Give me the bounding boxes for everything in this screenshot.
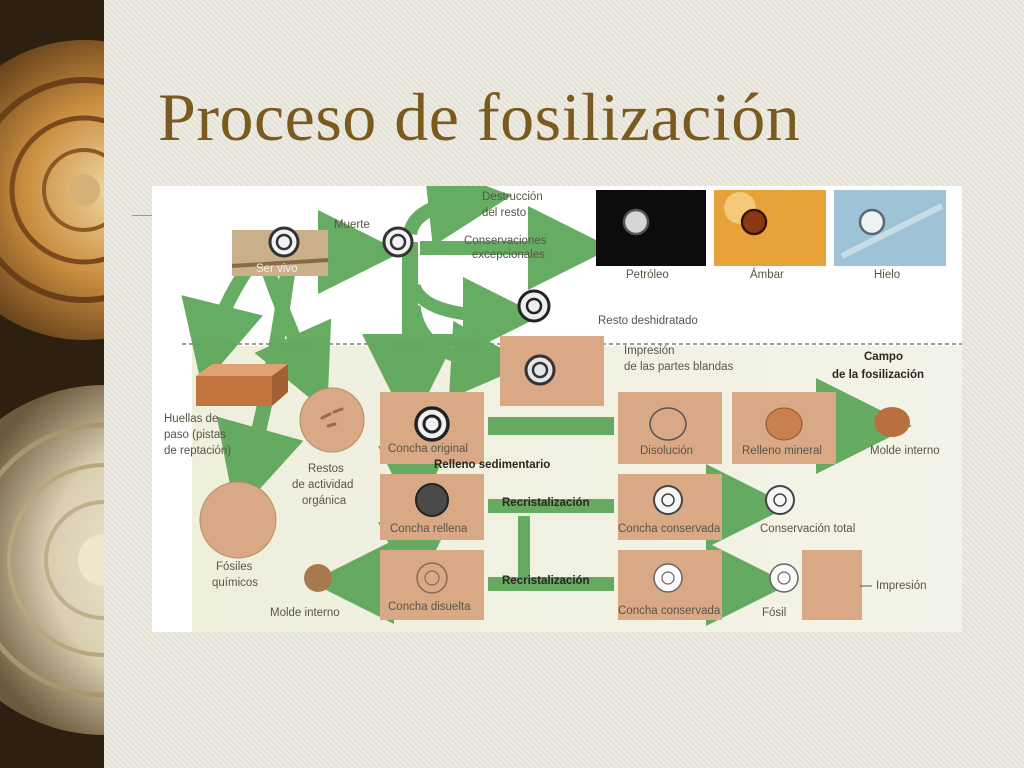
snail-icons — [268, 208, 910, 594]
label-conservaciones-2: excepcionales — [472, 249, 545, 261]
label-disolucion: Disolución — [640, 445, 694, 457]
label-relleno-mineral: Relleno mineral — [742, 445, 822, 457]
label-muerte: Muerte — [334, 219, 370, 231]
fossilization-diagram: Ser vivo Muerte Destrucción del resto Co… — [152, 186, 962, 632]
label-huellas-3: de reptación) — [164, 445, 232, 457]
huellas-block-icon — [196, 364, 288, 406]
label-hielo: Hielo — [874, 269, 901, 281]
title-divider — [132, 215, 154, 216]
label-ser-vivo: Ser vivo — [256, 263, 298, 275]
label-fosiles-2: químicos — [212, 577, 259, 589]
label-conservacion-total: Conservación total — [760, 523, 856, 535]
label-campo-1: Campo — [864, 351, 903, 363]
arrow-to-destruccion — [403, 186, 512, 247]
label-concha-rellena: Concha rellena — [390, 523, 468, 535]
label-molde-interno-izquierdo: Molde interno — [270, 607, 340, 619]
impresion-final-box — [802, 550, 862, 620]
label-fosiles-1: Fósiles — [216, 561, 253, 573]
label-impresion-blanda-1: Impresión — [624, 345, 675, 357]
label-ambar: Ámbar — [750, 269, 784, 281]
arrow-to-impresion-blanda — [407, 304, 529, 399]
label-destruccion-2: del resto — [482, 207, 527, 219]
label-relleno-sedimentario: Relleno sedimentario — [434, 459, 551, 471]
label-huellas-1: Huellas de — [164, 413, 219, 425]
label-impresion-blanda-2: de las partes blandas — [624, 361, 734, 373]
arrow-to-deshidratado — [407, 276, 541, 355]
label-resto-deshidratado: Resto deshidratado — [598, 315, 698, 327]
petroleo-panel — [596, 190, 706, 266]
label-recristalizacion-1: Recristalización — [502, 497, 590, 509]
label-concha-conservada-2: Concha conservada — [618, 605, 721, 617]
label-molde-interno-derecho: Molde interno — [870, 445, 940, 457]
label-impresion-final: Impresión — [876, 580, 927, 592]
label-huellas-2: paso (pistas — [164, 429, 227, 441]
label-fosil: Fósil — [762, 607, 787, 619]
restos-actividad-disc — [299, 387, 365, 453]
label-restos-1: Restos — [308, 463, 344, 475]
label-concha-conservada-1: Concha conservada — [618, 523, 721, 535]
label-recristalizacion-2: Recristalización — [502, 575, 590, 587]
label-petroleo: Petróleo — [626, 269, 669, 281]
slide-title: Proceso de fosilización — [158, 79, 801, 155]
fosiles-quimicos-disc — [199, 481, 277, 559]
diagram-graphics — [181, 186, 962, 632]
label-campo-2: de la fosilización — [832, 369, 925, 381]
ammonite-photo-strip — [0, 0, 104, 768]
label-destruccion-1: Destrucción — [482, 191, 543, 203]
label-restos-3: orgánica — [302, 495, 347, 507]
disolucion-box — [618, 392, 722, 464]
label-concha-disuelta: Concha disuelta — [388, 601, 471, 613]
label-restos-2: de actividad — [292, 479, 354, 491]
label-conservaciones-1: Conservaciones — [464, 235, 547, 247]
label-concha-original: Concha original — [388, 443, 468, 455]
arrow-to-huellas — [181, 264, 263, 387]
